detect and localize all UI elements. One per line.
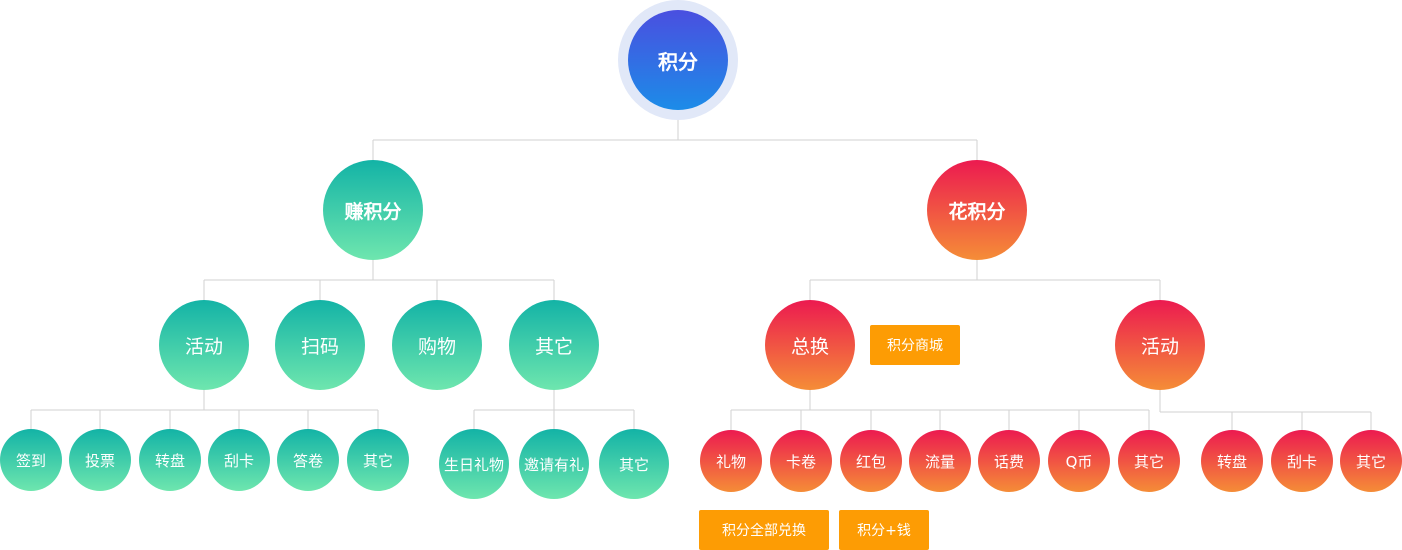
earn-activity-node: 活动 — [159, 300, 249, 390]
full-points-redeem-tag: 积分全部兑换 — [699, 510, 829, 550]
earn-other-node: 其它 — [509, 300, 599, 390]
leaf-activity-other: 其它 — [347, 429, 409, 491]
leaf-birthday-gift: 生日礼物 — [439, 429, 509, 499]
connector-earn-other — [473, 390, 635, 429]
leaf-sign-in: 签到 — [0, 429, 62, 491]
leaf-data-traffic: 流量 — [909, 430, 971, 492]
leaf-other-other: 其它 — [599, 429, 669, 499]
spend-points-node: 花积分 — [927, 160, 1027, 260]
leaf-spend-scratch-card: 刮卡 — [1271, 430, 1333, 492]
scan-code-node: 扫码 — [275, 300, 365, 390]
connector-earn — [203, 260, 555, 300]
leaf-red-packet: 红包 — [840, 430, 902, 492]
leaf-spend-other: 其它 — [1340, 430, 1402, 492]
leaf-spend-wheel: 转盘 — [1201, 430, 1263, 492]
leaf-q-coin: Q币 — [1048, 430, 1110, 492]
spend-activity-node: 活动 — [1115, 300, 1205, 390]
points-plus-cash-tag: 积分+钱 — [839, 510, 929, 550]
leaf-phone-credit: 话费 — [978, 430, 1040, 492]
leaf-scratch-card: 刮卡 — [208, 429, 270, 491]
shopping-node: 购物 — [392, 300, 482, 390]
leaf-wheel: 转盘 — [139, 429, 201, 491]
leaf-coupon: 卡卷 — [770, 430, 832, 492]
points-mall-tag: 积分商城 — [870, 325, 960, 365]
leaf-redeem-other: 其它 — [1118, 430, 1180, 492]
connector-spend-activity — [1159, 390, 1372, 430]
connector-earn-activity — [30, 390, 379, 429]
connector-spend — [809, 260, 1161, 300]
redeem-node: 总换 — [765, 300, 855, 390]
leaf-vote: 投票 — [69, 429, 131, 491]
leaf-invite-reward: 邀请有礼 — [519, 429, 589, 499]
root-node: 积分 — [628, 10, 728, 110]
leaf-gift: 礼物 — [700, 430, 762, 492]
connector-redeem — [730, 390, 1150, 430]
earn-points-node: 赚积分 — [323, 160, 423, 260]
connector-root — [372, 120, 978, 160]
leaf-questionnaire: 答卷 — [277, 429, 339, 491]
